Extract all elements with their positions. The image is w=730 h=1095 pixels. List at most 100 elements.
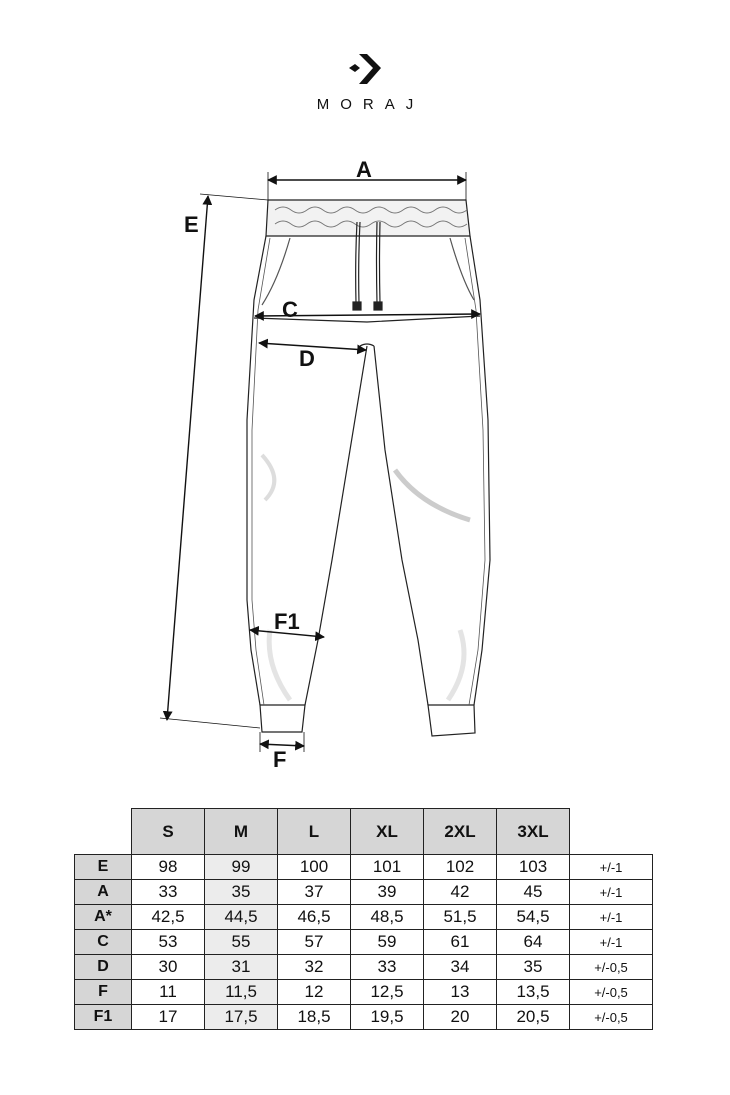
- tolerance-cell: +/-1: [569, 929, 653, 955]
- table-cell: 102: [423, 854, 497, 880]
- row-label: A*: [74, 904, 132, 930]
- table-cell: 42,5: [131, 904, 205, 930]
- table-cell: 53: [131, 929, 205, 955]
- right-leg-inner: [373, 345, 429, 706]
- pants-outline: [246, 199, 491, 737]
- drawstring-right-2: [378, 221, 381, 304]
- tolerance-cell: +/-1: [569, 879, 653, 905]
- table-cell: 100: [277, 854, 351, 880]
- size-header: S: [131, 808, 205, 855]
- drawstring-right: [375, 221, 378, 304]
- table-cell: 101: [350, 854, 424, 880]
- table-cell: 103: [496, 854, 570, 880]
- table-cell: 12: [277, 979, 351, 1005]
- table-cell: 17: [131, 1004, 205, 1030]
- measure-f-line: [259, 739, 305, 751]
- table-cell: 48,5: [350, 904, 424, 930]
- table-cell: 34: [423, 954, 497, 980]
- drawstring-left: [355, 221, 358, 304]
- row-label: C: [74, 929, 132, 955]
- label-e: E: [184, 212, 199, 237]
- size-header: 3XL: [496, 808, 570, 855]
- table-cell: 55: [204, 929, 278, 955]
- measure-d-line: [258, 338, 367, 355]
- row-label: A: [74, 879, 132, 905]
- moraj-arrow-logo-icon: [349, 54, 381, 84]
- table-cell: 18,5: [277, 1004, 351, 1030]
- left-cuff: [259, 704, 306, 733]
- size-header: 2XL: [423, 808, 497, 855]
- size-header: M: [204, 808, 278, 855]
- measure-e-line: [162, 195, 213, 721]
- label-c: C: [282, 297, 298, 322]
- table-cell: 33: [131, 879, 205, 905]
- row-label: F: [74, 979, 132, 1005]
- measure-c-line: [254, 309, 481, 321]
- label-a: A: [356, 157, 372, 182]
- tolerance-cell: +/-0,5: [569, 979, 653, 1005]
- brand-logo: MORAJ: [0, 52, 730, 113]
- table-cell: 57: [277, 929, 351, 955]
- left-leg-inner: [304, 345, 368, 706]
- table-cell: 46,5: [277, 904, 351, 930]
- row-label: D: [74, 954, 132, 980]
- tolerance-cell: +/-0,5: [569, 1004, 653, 1030]
- row-label: F1: [74, 1004, 132, 1030]
- table-cell: 20: [423, 1004, 497, 1030]
- table-cell: 30: [131, 954, 205, 980]
- table-cell: 20,5: [496, 1004, 570, 1030]
- left-pocket: [261, 237, 291, 306]
- table-cell: 31: [204, 954, 278, 980]
- waistband: [265, 199, 471, 237]
- drawstring-left-2: [358, 221, 361, 304]
- table-cell: 99: [204, 854, 278, 880]
- label-f: F: [273, 747, 286, 772]
- table-cell: 35: [204, 879, 278, 905]
- header-corner: [74, 808, 132, 855]
- size-header: L: [277, 808, 351, 855]
- table-cell: 19,5: [350, 1004, 424, 1030]
- table-cell: 51,5: [423, 904, 497, 930]
- table-cell: 12,5: [350, 979, 424, 1005]
- table-cell: 17,5: [204, 1004, 278, 1030]
- row-label: E: [74, 854, 132, 880]
- table-cell: 61: [423, 929, 497, 955]
- table-cell: 11: [131, 979, 205, 1005]
- table-cell: 33: [350, 954, 424, 980]
- brand-name: MORAJ: [316, 96, 425, 113]
- table-cell: 35: [496, 954, 570, 980]
- table-cell: 59: [350, 929, 424, 955]
- tolerance-cell: +/-1: [569, 854, 653, 880]
- table-cell: 13: [423, 979, 497, 1005]
- table-cell: 37: [277, 879, 351, 905]
- left-leg-outer: [246, 235, 267, 706]
- table-cell: 39: [350, 879, 424, 905]
- tolerance-cell: +/-0,5: [569, 954, 653, 980]
- size-header-row: S M L XL 2XL 3XL: [74, 808, 653, 855]
- table-cell: 98: [131, 854, 205, 880]
- size-header: XL: [350, 808, 424, 855]
- waistband-texture: [274, 206, 468, 228]
- table-cell: 54,5: [496, 904, 570, 930]
- right-pocket: [449, 237, 475, 301]
- label-d: D: [299, 346, 315, 371]
- tolerance-header: [569, 808, 653, 855]
- table-cell: 64: [496, 929, 570, 955]
- table-cell: 32: [277, 954, 351, 980]
- table-cell: 45: [496, 879, 570, 905]
- pants-measurement-diagram: A C D E F1 F: [159, 157, 491, 772]
- right-cuff: [427, 704, 476, 737]
- table-cell: 11,5: [204, 979, 278, 1005]
- tolerance-cell: +/-1: [569, 904, 653, 930]
- table-cell: 44,5: [204, 904, 278, 930]
- table-cell: 13,5: [496, 979, 570, 1005]
- measure-f1-line: [249, 625, 325, 642]
- label-f1: F1: [274, 609, 300, 634]
